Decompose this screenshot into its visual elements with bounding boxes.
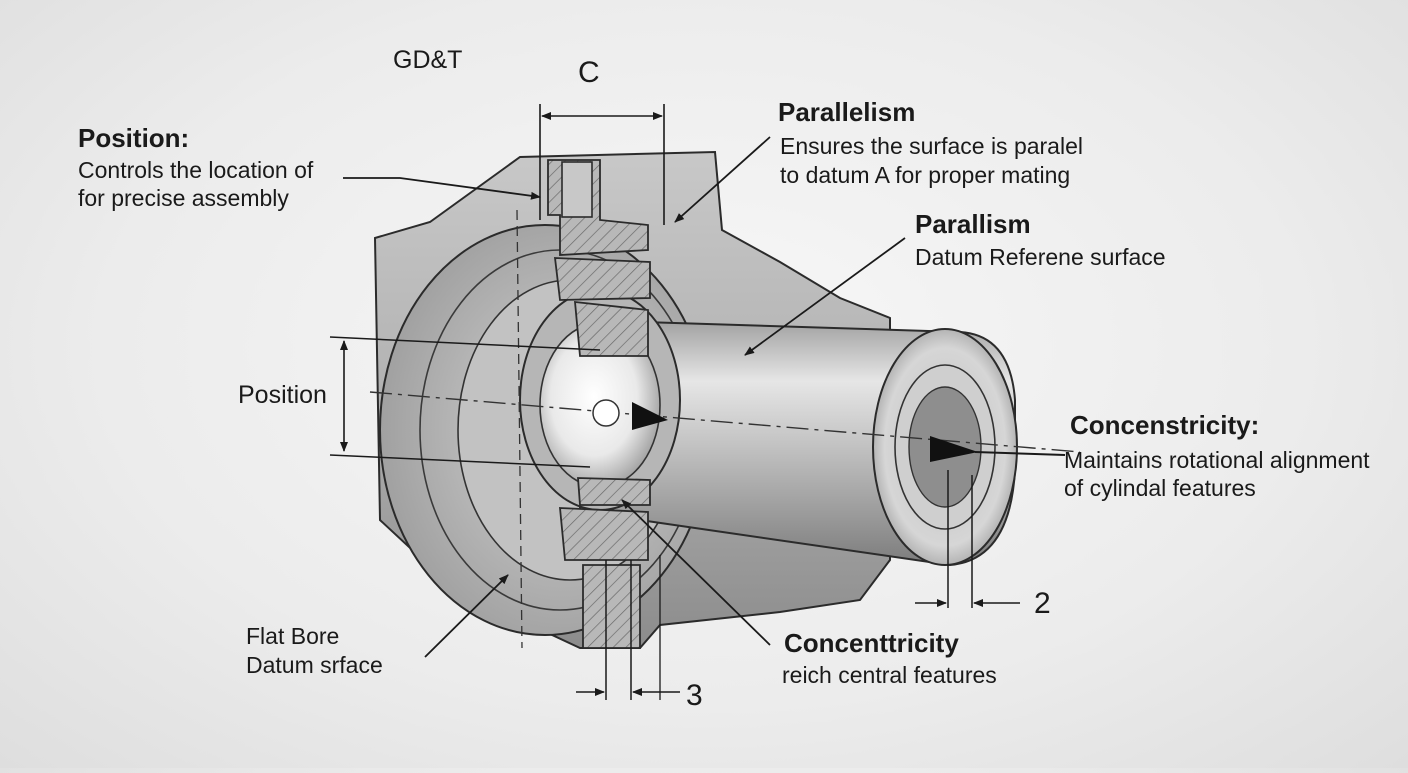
dim-3-label: 3 [686,679,703,712]
datum-point-icon [592,399,620,427]
section-upper-2 [553,257,651,301]
parallelism-leader [674,136,771,223]
end-arrowhead-icon [930,436,978,462]
concentricity-callout-heading: Concenttricity [784,628,959,658]
parallism-callout-line1: Datum Referene surface [915,244,1166,270]
center-arrowhead-icon [632,402,668,430]
section-upper-cap [561,161,593,218]
concentricity-leader [621,499,771,646]
position-callout-heading: Position: [78,123,190,153]
position-callout-line2: for precise assembly [78,185,289,211]
position-ext-bottom [329,454,591,468]
section-lower-3 [582,564,641,649]
center-axis [369,391,1081,453]
datum-vertical-line [516,209,523,649]
dim-c-label: C [578,56,600,89]
parallelism-callout-line2: to datum A for proper mating [780,162,1071,188]
section-upper-3 [574,300,649,357]
parallism-callout-heading: Parallism [915,209,1031,239]
concentricity-callout-line1: reich central features [782,662,997,688]
parallelism-callout-heading: Parallelism [778,97,916,127]
dim-2-label: 2 [1034,587,1051,620]
section-lower [577,477,651,506]
concenstricity-callout-heading: Concenstricity: [1070,410,1260,440]
flat-bore-line1: Flat Bore [246,623,340,649]
position-callout-line1: Controls the location of [78,157,314,183]
top-title: GD&T [393,46,463,74]
section-lower-2 [559,507,649,561]
position-dim-label: Position [238,381,327,409]
position-leader [343,177,541,200]
flat-bore-line2: Datum srface [246,652,383,678]
concenstricity-callout-line2: of cylindal features [1064,475,1256,501]
concenstricity-callout-line1: Maintains rotational alignment [1064,447,1370,473]
concentricity-axis-line [974,451,1066,456]
parallelism-callout-line1: Ensures the surface is paralel [780,133,1083,159]
position-ext-top [329,336,601,351]
flat-bore-leader [424,574,509,658]
parallism-leader [744,237,906,356]
